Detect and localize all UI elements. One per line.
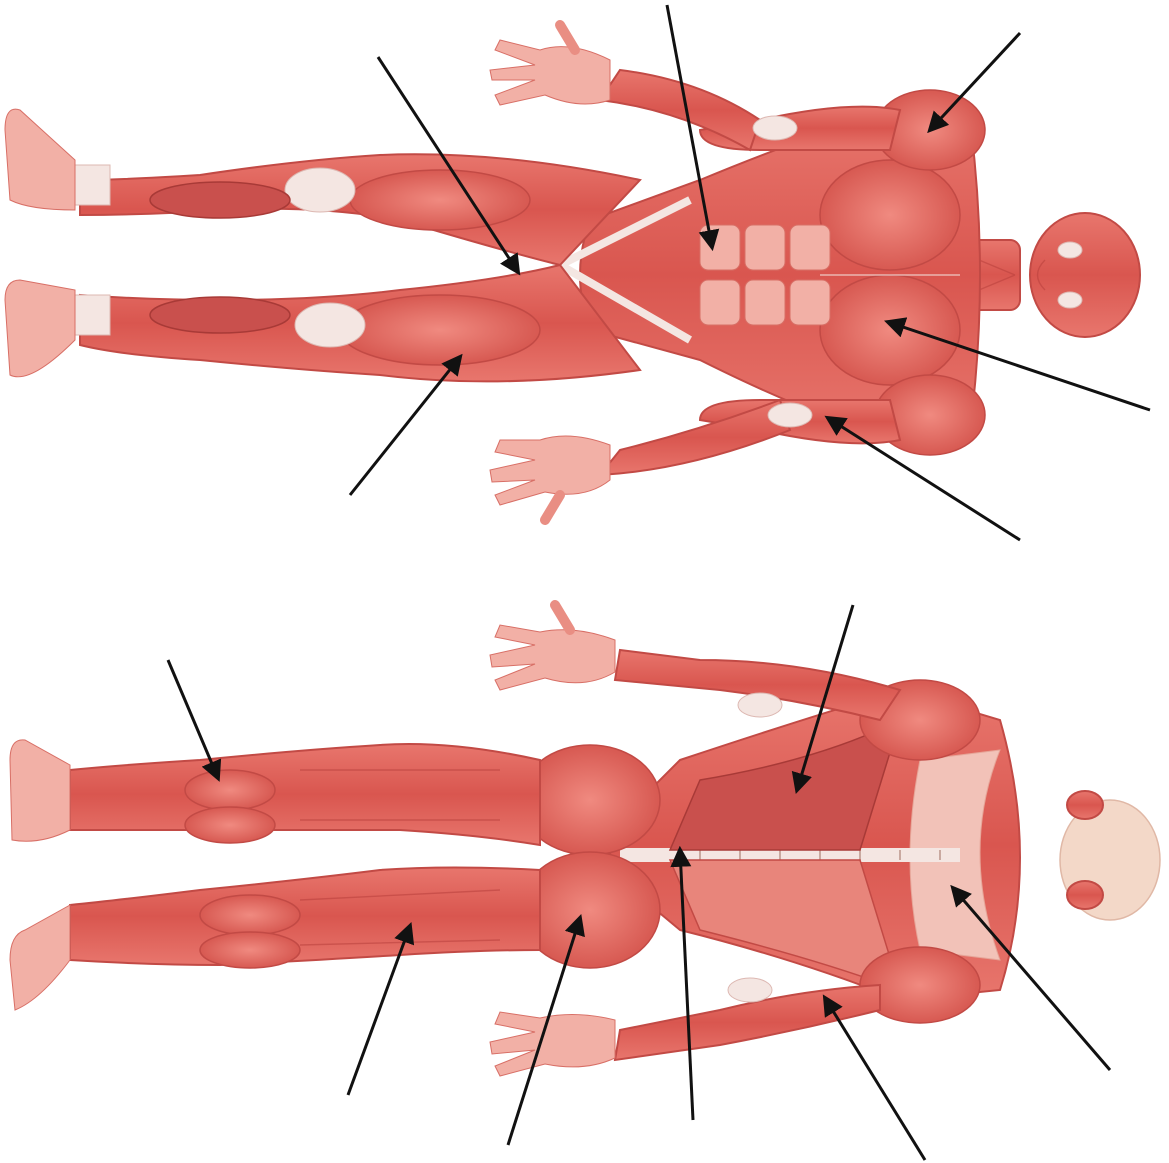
posterior-figure xyxy=(10,605,1160,1076)
leg-right-anterior xyxy=(75,265,640,381)
leg-right-posterior xyxy=(70,868,540,969)
foot-right-posterior xyxy=(10,905,70,1010)
foot-left-posterior xyxy=(10,740,70,841)
leg-left-anterior xyxy=(75,154,640,265)
hand-left-anterior xyxy=(490,25,610,105)
hand-right-anterior xyxy=(490,436,610,520)
head-anterior xyxy=(1030,213,1140,337)
gastrocnemius-right-medial xyxy=(200,895,300,935)
pectoral-left xyxy=(820,160,960,270)
gastrocnemius-left-medial xyxy=(185,770,275,810)
hand-right-posterior xyxy=(490,1012,615,1076)
forearm-right-anterior xyxy=(600,400,790,475)
anterior-figure xyxy=(5,25,1140,520)
head-posterior xyxy=(1060,791,1160,920)
gastrocnemius-right-lateral xyxy=(200,932,300,968)
gastrocnemius-left-lateral xyxy=(185,807,275,843)
foot-left-anterior xyxy=(5,109,75,210)
pectoral-right xyxy=(820,275,960,385)
hand-left-posterior xyxy=(490,605,615,690)
leg-left-posterior xyxy=(70,744,540,845)
foot-right-anterior xyxy=(5,280,75,377)
